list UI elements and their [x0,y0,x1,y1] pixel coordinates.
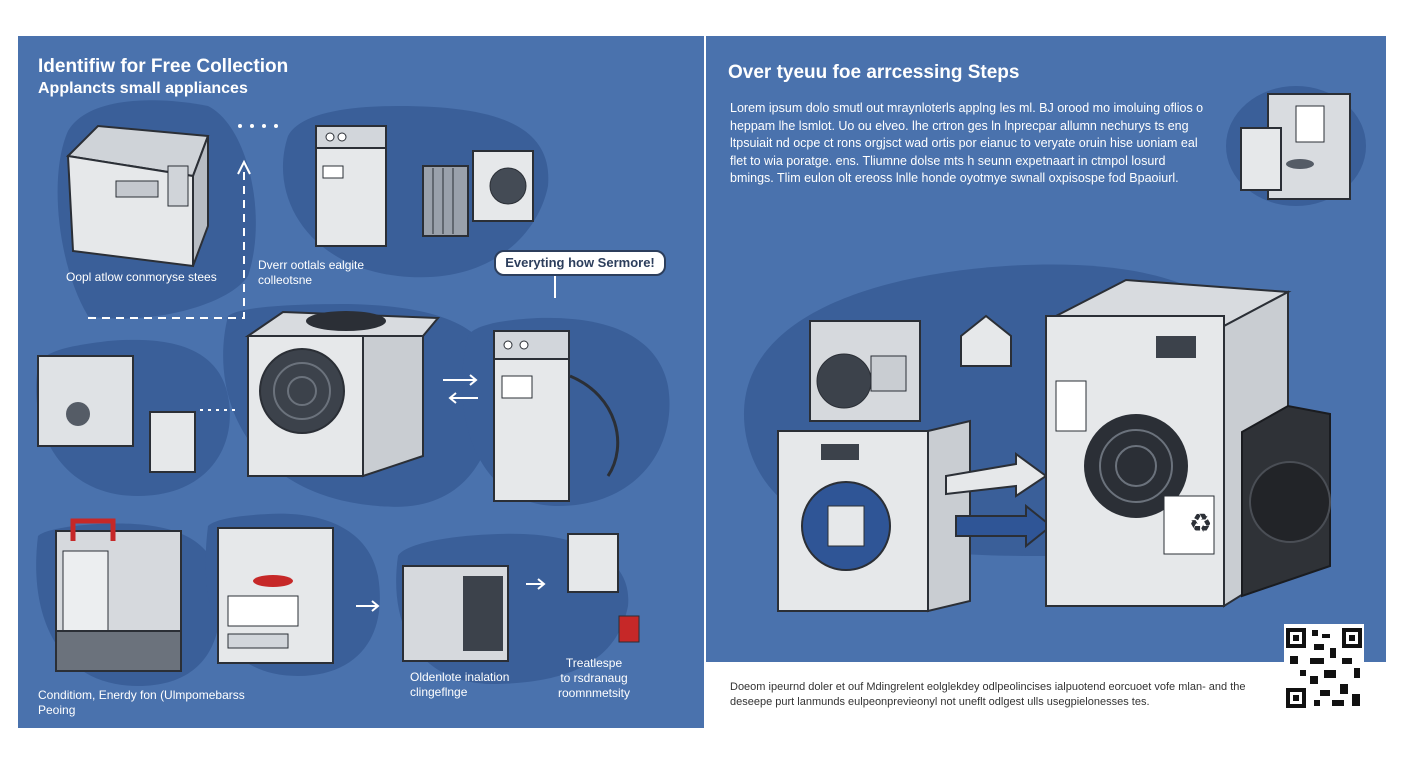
right-illustration: ♻ [743,86,1366,613]
fan-unit-icon [244,310,441,478]
footer-text: Doeom ipeurnd doler et ouf Mdingrelent e… [730,681,1246,708]
cooler-icon [55,518,182,672]
svg-text:♻: ♻ [1189,509,1212,539]
bottom-strip [706,662,1386,728]
caption-3: Conditiom, Enerdy fon (Ulmpomebarss Peoi… [38,688,245,717]
ac-stack-icon [809,320,921,422]
caption-5: Treatlespe to rsdranaug roomnmetsity [558,656,631,700]
dehumidifier-icon [315,125,387,247]
right-body: Lorem ipsum dolo smutl out mraynloterls … [730,101,1204,185]
left-panel: Identifiw for Free Collection Applancts … [18,36,704,728]
recycle-icon: ♻ [1189,509,1212,539]
caption-1: Oopl atlow conmoryse stees [66,270,217,284]
right-title: Over tyeuu foe arrcessing Steps [728,62,1020,83]
caption-4: Oldenlote inalation clingeflnge [410,670,510,699]
left-title: Identifiw for Free Collection [38,56,289,77]
left-subtitle: Applancts small appliances [38,80,248,97]
left-illustration [36,100,670,686]
washer-icon [777,419,971,613]
stove-icon [217,527,334,664]
speech-bubble: Everyting how Sermore! [494,250,666,276]
device-inset-icon [1240,93,1351,200]
right-panel: ♻ Over tyeuu foe arrcessing Steps [706,36,1386,662]
black-fan-icon [1241,404,1331,598]
house-icon [960,314,1012,367]
heater-icon [422,150,534,237]
dehumidifier-large-icon [493,330,620,502]
caption-2: Dverr ootlals ealgite colleotsne [258,258,365,287]
qr-code[interactable] [1284,624,1364,712]
ac-unit-icon [402,565,509,662]
freezer-icon [65,124,210,268]
